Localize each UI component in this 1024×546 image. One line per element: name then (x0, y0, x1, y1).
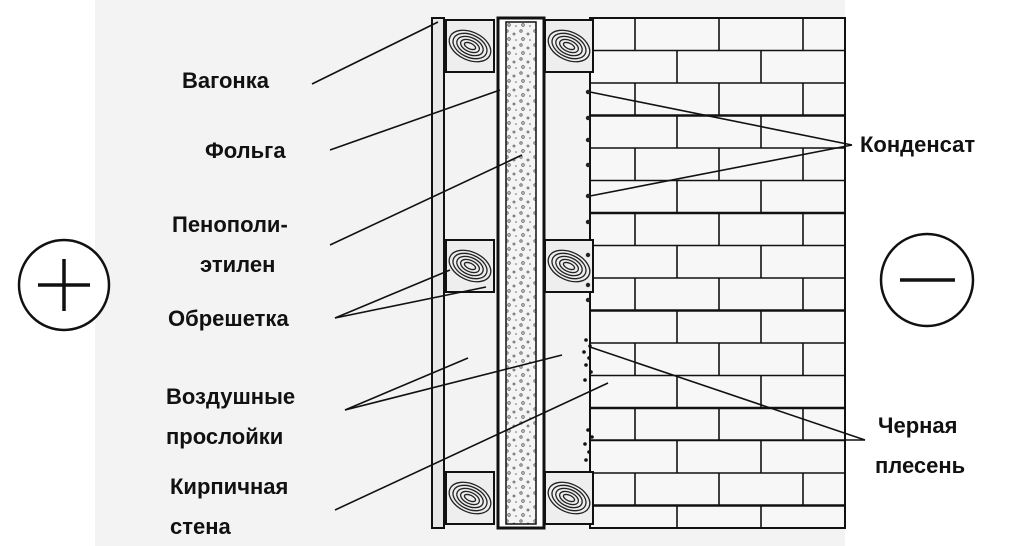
wood-grain-ring (452, 252, 488, 280)
wood-grain-ring (456, 35, 484, 57)
condensate-drop (585, 193, 591, 199)
condensate-drop (585, 162, 591, 168)
label-kirpichnaya-1: Кирпичная (170, 474, 289, 499)
batten-frame (445, 19, 495, 73)
leader-kondensat-1 (589, 91, 853, 146)
leader-folga (329, 89, 501, 151)
wood-grain-ring (452, 32, 488, 60)
wood-grain-ring (459, 490, 481, 506)
mold-speck (583, 378, 587, 382)
condensate-drops (585, 89, 591, 303)
condensate-drop (585, 89, 591, 95)
wood-grain-ring (558, 490, 580, 506)
wood-grain-ring (463, 261, 477, 271)
wood-grain-ring (448, 29, 492, 63)
batten (445, 239, 495, 293)
batten-frame (445, 471, 495, 525)
label-penopolietilen-2: этилен (200, 252, 276, 277)
wood-grain-ring (562, 41, 576, 51)
mold-speck (583, 442, 587, 446)
mold-speck (584, 338, 588, 342)
label-kondensat: Конденсат (860, 132, 976, 157)
wood-grain-ring (456, 255, 484, 277)
mold-speck (586, 428, 590, 432)
condensate-drop (585, 115, 591, 121)
label-vozdushnye-1: Воздушные (166, 384, 296, 409)
leader-lines (311, 21, 866, 511)
mold-speck (587, 450, 591, 454)
label-penopolietilen-1: Пенополи- (172, 212, 288, 237)
batten-frame (544, 471, 594, 525)
wood-grain-ring (463, 493, 477, 503)
leader-obreshetka-2 (334, 286, 487, 319)
condensate-drop (585, 282, 591, 288)
wood-grain-ring (463, 41, 477, 51)
wood-grain-ring (551, 484, 587, 512)
wood-grain-ring (456, 487, 484, 509)
label-vozdushnye-2: прослойки (166, 424, 284, 449)
wood-grain-ring (555, 255, 583, 277)
batten (544, 239, 594, 293)
batten (544, 471, 594, 525)
mold-speck (582, 350, 586, 354)
mold-speck (589, 370, 593, 374)
batten-frame (445, 239, 495, 293)
wood-grain-ring (547, 29, 591, 63)
condensate-drop (585, 137, 591, 143)
battens (445, 19, 594, 525)
label-obreshetka: Обрешетка (168, 306, 289, 331)
brick-wall (589, 17, 846, 529)
batten-frame (544, 19, 594, 73)
wood-grain-ring (547, 481, 591, 515)
wood-grain-ring (558, 258, 580, 274)
mold-speck (590, 435, 594, 439)
leader-kondensat-2 (589, 144, 853, 197)
batten-frame (544, 239, 594, 293)
black-mold (582, 338, 594, 462)
leader-kirpichnaya (334, 382, 609, 511)
mold-speck (584, 458, 588, 462)
leader-penopolietilen (329, 154, 523, 246)
label-kirpichnaya-2: стена (170, 514, 231, 539)
wood-grain-ring (448, 481, 492, 515)
label-chernaya-1: Черная (878, 413, 958, 438)
leader-vozdushnye-1 (344, 357, 469, 411)
wood-grain-ring (551, 32, 587, 60)
leader-vagonka (311, 21, 439, 85)
batten (544, 19, 594, 73)
label-folga: Фольга (205, 138, 286, 163)
wood-grain-ring (555, 487, 583, 509)
mold-speck (587, 356, 591, 360)
wood-grain-ring (562, 261, 576, 271)
condensate-drop (585, 219, 591, 225)
foam-insulation (505, 21, 537, 525)
label-chernaya-2: плесень (875, 453, 966, 478)
label-vagonka: Вагонка (182, 68, 269, 93)
wood-grain-ring (555, 35, 583, 57)
batten (445, 19, 495, 73)
wood-grain-ring (459, 38, 481, 54)
wood-grain-ring (558, 38, 580, 54)
wood-grain-ring (547, 249, 591, 283)
brick-wall-outline (589, 17, 846, 529)
wood-grain-ring (551, 252, 587, 280)
leader-chernaya-1 (589, 346, 866, 441)
leader-obreshetka-1 (334, 269, 451, 319)
batten (445, 471, 495, 525)
condensate-drop (585, 297, 591, 303)
condensate-drop (585, 252, 591, 258)
leader-vozdushnye-2 (344, 354, 563, 411)
wood-grain-ring (448, 249, 492, 283)
wood-grain-ring (562, 493, 576, 503)
mold-speck (584, 363, 588, 367)
wood-grain-ring (459, 258, 481, 274)
wood-grain-ring (452, 484, 488, 512)
